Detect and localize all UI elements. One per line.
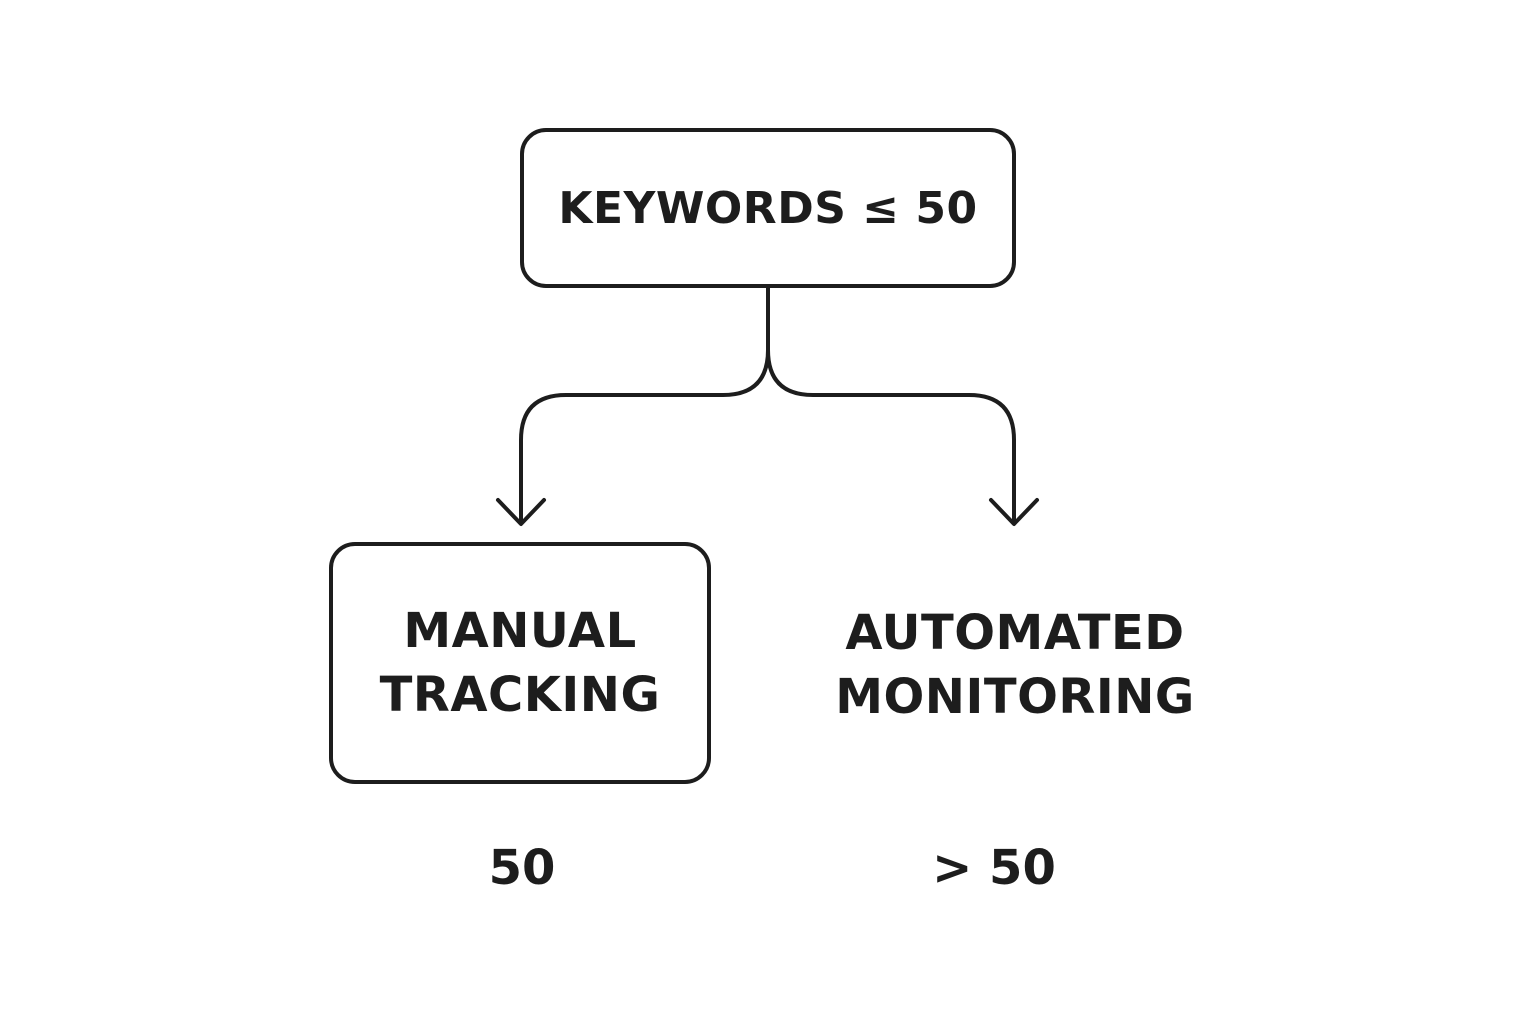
manual-tracking-label-line2: TRACKING <box>379 667 661 723</box>
root-node-label: KEYWORDS ≤ 50 <box>558 182 978 234</box>
manual-tracking-label: MANUAL TRACKING <box>380 599 661 727</box>
arrowhead-down-icon <box>496 498 546 526</box>
automated-monitoring-label-line2: MONITORING <box>835 669 1195 725</box>
automated-monitoring-label-line1: AUTOMATED <box>845 605 1185 661</box>
connector-to-automated-monitoring <box>766 349 1016 522</box>
root-node-keywords: KEYWORDS ≤ 50 <box>520 128 1016 288</box>
node-manual-tracking: MANUAL TRACKING <box>329 542 711 784</box>
manual-tracking-label-line1: MANUAL <box>403 603 637 659</box>
arrowhead-down-icon <box>989 498 1039 526</box>
connector-to-manual-tracking <box>519 288 770 522</box>
automated-monitoring-threshold: > 50 <box>932 840 1056 896</box>
node-automated-monitoring: AUTOMATED MONITORING <box>810 600 1220 730</box>
automated-monitoring-label: AUTOMATED MONITORING <box>835 601 1195 729</box>
manual-tracking-threshold: 50 <box>488 840 556 896</box>
